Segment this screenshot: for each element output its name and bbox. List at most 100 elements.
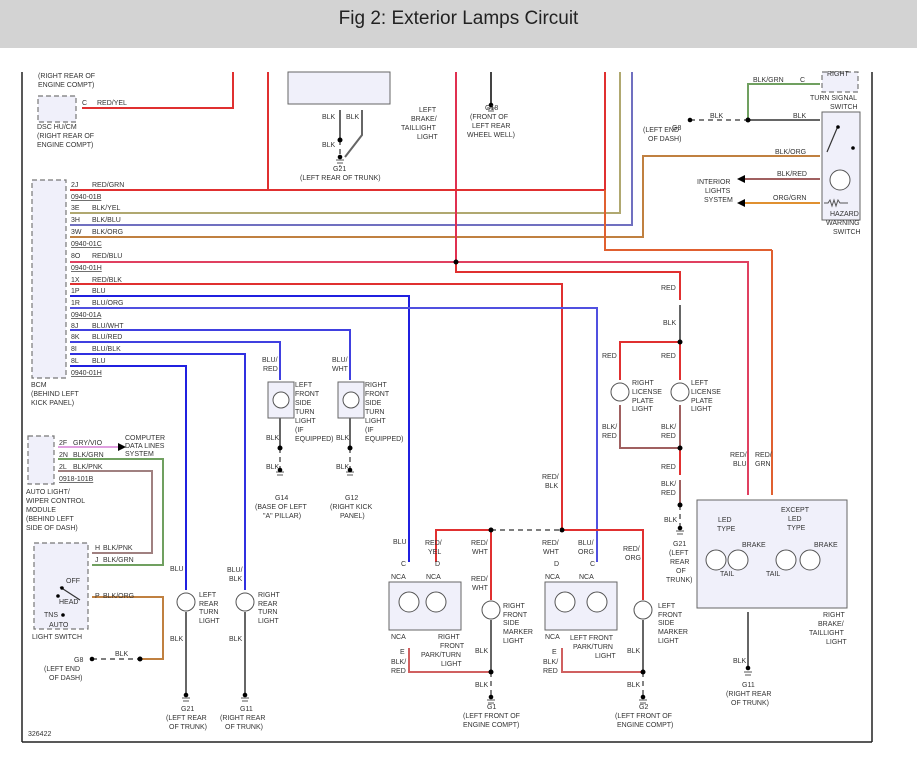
svg-text:(RIGHT REAR: (RIGHT REAR — [220, 715, 265, 722]
svg-text:(RIGHT KICK: (RIGHT KICK — [330, 504, 373, 511]
svg-text:ORG: ORG — [578, 549, 594, 556]
svg-text:SIDE: SIDE — [365, 400, 382, 407]
svg-text:8I: 8I — [71, 346, 77, 353]
svg-text:BLK/: BLK/ — [543, 659, 558, 666]
svg-text:BLU: BLU — [92, 288, 106, 295]
svg-text:(LEFT FRONT OF: (LEFT FRONT OF — [463, 713, 520, 720]
wire-blk-red-park-r — [408, 648, 491, 673]
wire-8l-blu — [70, 365, 187, 590]
svg-text:RED/: RED/ — [542, 474, 559, 481]
svg-text:LEFT: LEFT — [691, 380, 709, 387]
svg-text:MODULE: MODULE — [26, 507, 56, 514]
svg-text:BLU/BLK: BLU/BLK — [92, 346, 121, 353]
dsc-module-box — [37, 95, 77, 123]
turn-signal-switch-box — [821, 71, 859, 93]
wire-red-org-marker-l — [562, 529, 644, 600]
svg-text:RED/: RED/ — [425, 540, 442, 547]
svg-text:G12: G12 — [345, 495, 358, 502]
svg-text:RIGHT: RIGHT — [258, 592, 281, 599]
svg-text:BLK: BLK — [664, 517, 678, 524]
bcm-box — [31, 179, 67, 379]
svg-text:RED: RED — [661, 490, 676, 497]
svg-text:(LEFT FRONT OF: (LEFT FRONT OF — [615, 713, 672, 720]
svg-text:RED: RED — [263, 366, 278, 373]
svg-text:FRONT: FRONT — [503, 612, 528, 619]
auto-light-label: AUTO LIGHT/WIPER CONTROL MODULE(BEHIND L… — [26, 489, 85, 532]
switch-contacts — [56, 125, 855, 617]
svg-text:WHT: WHT — [472, 585, 489, 592]
svg-text:WHT: WHT — [472, 549, 489, 556]
svg-text:FRONT: FRONT — [658, 612, 683, 619]
svg-text:(RIGHT REAR: (RIGHT REAR — [726, 691, 771, 698]
svg-text:BLU/WHT: BLU/WHT — [92, 323, 124, 330]
svg-text:ENGINE COMPT): ENGINE COMPT) — [463, 722, 519, 729]
svg-text:SIDE: SIDE — [503, 620, 520, 627]
svg-text:RED: RED — [543, 668, 558, 675]
arrow-computer-data — [118, 443, 126, 451]
svg-text:FRONT: FRONT — [295, 391, 320, 398]
svg-text:LIGHT: LIGHT — [295, 418, 316, 425]
bulb-left-license — [670, 382, 690, 402]
svg-text:BLK/YEL: BLK/YEL — [92, 205, 121, 212]
svg-text:MARKER: MARKER — [503, 629, 533, 636]
computer-data-2: DATA LINES — [125, 443, 165, 450]
svg-text:NCA: NCA — [426, 574, 441, 581]
svg-text:EQUIPPED): EQUIPPED) — [365, 436, 404, 443]
svg-text:TURN: TURN — [365, 409, 384, 416]
figure-header: Fig 2: Exterior Lamps Circuit — [0, 0, 917, 48]
svg-text:OF DASH): OF DASH) — [49, 675, 82, 682]
bcm-label-3: KICK PANEL) — [31, 400, 74, 407]
svg-text:OF TRUNK): OF TRUNK) — [225, 724, 263, 731]
svg-text:BLU: BLU — [92, 358, 106, 365]
svg-text:BLK: BLK — [322, 142, 336, 149]
svg-text:SWITCH: SWITCH — [830, 104, 858, 111]
svg-text:NCA: NCA — [579, 574, 594, 581]
svg-text:G11: G11 — [742, 682, 755, 689]
svg-text:BLK/: BLK/ — [661, 481, 676, 488]
svg-text:OF: OF — [676, 568, 686, 575]
svg-text:OF TRUNK): OF TRUNK) — [169, 724, 207, 731]
svg-text:G21: G21 — [333, 166, 346, 173]
svg-text:TURN SIGNAL: TURN SIGNAL — [810, 95, 857, 102]
svg-text:LED: LED — [718, 517, 732, 524]
light-switch-box — [33, 542, 89, 630]
svg-text:1P: 1P — [71, 288, 80, 295]
svg-text:LEFT FRONT: LEFT FRONT — [570, 635, 614, 642]
svg-text:LIGHT: LIGHT — [658, 638, 679, 645]
svg-text:BLK/ORG: BLK/ORG — [775, 149, 806, 156]
svg-text:LICENSE: LICENSE — [691, 389, 721, 396]
svg-text:RED: RED — [602, 353, 617, 360]
svg-text:BLU/ORG: BLU/ORG — [92, 300, 124, 307]
svg-text:0940-01H: 0940-01H — [71, 265, 102, 272]
svg-text:LIGHT: LIGHT — [691, 406, 712, 413]
svg-text:2L: 2L — [59, 464, 67, 471]
junction-dots — [137, 117, 751, 675]
svg-text:LEFT REAR: LEFT REAR — [472, 123, 510, 130]
svg-text:BLK/BLU: BLK/BLU — [92, 217, 121, 224]
bulb-right-license — [610, 382, 630, 402]
svg-text:2F: 2F — [59, 440, 67, 447]
svg-text:LIGHT: LIGHT — [632, 406, 653, 413]
loc1-line2: ENGINE COMPT) — [38, 82, 94, 89]
svg-text:(BASE OF LEFT: (BASE OF LEFT — [255, 504, 307, 511]
svg-text:TURN: TURN — [199, 609, 218, 616]
svg-text:HAZARD: HAZARD — [830, 211, 859, 218]
svg-text:LICENSE: LICENSE — [632, 389, 662, 396]
ground-dots — [89, 102, 751, 700]
arrow-interior-lights — [737, 175, 745, 207]
svg-text:TAIL: TAIL — [720, 571, 734, 578]
svg-text:BLU/: BLU/ — [262, 357, 278, 364]
svg-text:NCA: NCA — [391, 634, 406, 641]
svg-text:OFF: OFF — [66, 578, 80, 585]
svg-text:3W: 3W — [71, 229, 82, 236]
svg-text:ORG: ORG — [625, 555, 641, 562]
dsc-label-1: DSC HU/CM — [37, 124, 77, 131]
svg-text:REAR: REAR — [670, 559, 689, 566]
svg-text:(FRONT OF: (FRONT OF — [470, 114, 508, 121]
svg-text:RIGHT: RIGHT — [365, 382, 388, 389]
led-brake — [727, 549, 749, 571]
left-brake-taillight-box — [287, 71, 391, 105]
svg-text:TYPE: TYPE — [787, 525, 806, 532]
